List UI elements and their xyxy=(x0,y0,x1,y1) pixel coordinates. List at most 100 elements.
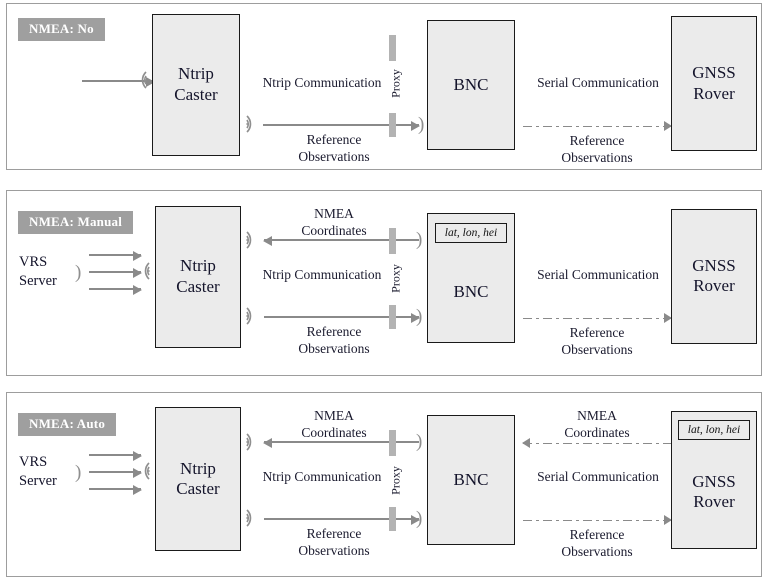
arrow-vrs-stream-2-p3 xyxy=(89,468,142,479)
label-nmea-coordinates-ntrip-p3: NMEA Coordinates xyxy=(269,408,399,442)
node-label-line1: Ntrip xyxy=(178,64,214,84)
proxy-bar-upper-p3 xyxy=(389,430,396,457)
label-serial-communication-p2: Serial Communication xyxy=(537,266,659,282)
antenna-transmit-icon-caster-p1 xyxy=(243,112,261,136)
node-label-line1: Ntrip xyxy=(180,256,216,276)
label-line2: Observations xyxy=(298,543,370,559)
label-line2: Coordinates xyxy=(301,222,367,238)
antenna-receive-paren-bnc-obs-p2: ) xyxy=(416,305,423,327)
status-badge-nmea-auto: NMEA: Auto xyxy=(18,413,117,437)
label-line2: Observations xyxy=(298,148,370,164)
proxy-bar-lower-p1 xyxy=(389,113,396,137)
node-bnc-p1: BNC xyxy=(427,20,515,150)
antenna-receive-icon-nmea-caster-p3 xyxy=(243,430,261,454)
arrow-nmea-coordinates-ntrip-p3 xyxy=(263,438,419,449)
antenna-receive-icon-caster-p2 xyxy=(135,259,153,283)
label-serial-communication-p3: Serial Communication xyxy=(537,469,659,485)
label-ntrip-communication-p3: Ntrip Communication xyxy=(262,469,382,485)
arrow-reference-observations-ntrip-p2 xyxy=(264,312,420,323)
antenna-receive-icon-nmea-caster-p2 xyxy=(243,228,261,252)
antenna-receive-icon-caster-p1 xyxy=(132,68,150,92)
arrow-nmea-coordinates-ntrip-p2 xyxy=(263,235,419,246)
node-label-line1: Ntrip xyxy=(180,458,216,478)
label-serial-communication-p1: Serial Communication xyxy=(537,75,659,90)
antenna-receive-paren-bnc-obs-p1: ) xyxy=(418,114,425,135)
label-line1: Reference xyxy=(306,132,362,147)
proxy-bar-upper-p1 xyxy=(389,35,396,61)
node-vrs-server-p2: VRS Server xyxy=(19,253,57,291)
label-nmea-coordinates-serial-p3: NMEA Coordinates xyxy=(531,408,663,442)
panel-nmea-manual: NMEA: Manual VRS Server ) Ntrip Caster xyxy=(6,189,762,377)
node-gnss-rover-p1: GNSS Rover xyxy=(671,16,757,151)
node-label-line2: Server xyxy=(19,272,57,289)
node-label-bnc: BNC xyxy=(453,470,489,490)
arrow-vrs-stream-3-p2 xyxy=(89,284,142,295)
node-label-line2: Caster xyxy=(174,85,218,104)
coords-chip-rover-p3: lat, lon, hei xyxy=(678,420,750,441)
label-reference-observations-ntrip-p3: Reference Observations xyxy=(269,526,399,560)
antenna-transmit-paren-bnc-nmea-p2: ) xyxy=(416,228,423,250)
proxy-label-p3: Proxy xyxy=(388,466,403,496)
status-badge-nmea-no: NMEA: No xyxy=(18,18,105,41)
node-label-bnc: BNC xyxy=(453,74,489,94)
antenna-transmit-paren-vrs-p3: ) xyxy=(75,462,82,484)
proxy-bar-lower-p2 xyxy=(389,304,396,329)
label-line1: NMEA xyxy=(314,205,354,221)
node-bnc-p3: BNC xyxy=(427,415,515,546)
label-line2: Coordinates xyxy=(564,425,630,441)
antenna-transmit-paren-bnc-nmea-p3: ) xyxy=(416,431,423,453)
panel-nmea-auto: NMEA: Auto VRS Server ) Ntrip Caster xyxy=(6,392,762,577)
panel-nmea-no: NMEA: No Ntrip Caster Ntrip Communicatio… xyxy=(6,3,762,170)
node-label-line1: GNSS xyxy=(692,62,736,82)
node-label-bnc: BNC xyxy=(453,281,489,301)
node-label-line1: VRS xyxy=(19,253,48,270)
label-reference-observations-serial-p2: Reference Observations xyxy=(531,325,663,359)
arrow-reference-observations-serial-p2 xyxy=(523,312,672,323)
node-label-line1: GNSS xyxy=(692,471,736,491)
node-label-line2: Rover xyxy=(693,276,735,296)
arrow-vrs-stream-2-p2 xyxy=(89,267,142,278)
node-gnss-rover-p2: GNSS Rover xyxy=(671,208,757,344)
arrow-nmea-coordinates-serial-p3 xyxy=(522,438,671,449)
node-label-line2: Server xyxy=(19,473,57,490)
node-ntrip-caster-p3: Ntrip Caster xyxy=(155,407,241,552)
arrow-reference-observations-ntrip-p1 xyxy=(263,121,420,131)
label-line1: Reference xyxy=(306,323,362,339)
label-line1: Reference xyxy=(569,527,625,543)
antenna-receive-icon-caster-p3 xyxy=(135,459,153,483)
coords-chip-bnc-p2: lat, lon, hei xyxy=(435,222,507,243)
node-label-line1: VRS xyxy=(19,454,48,471)
label-ntrip-communication-p2: Ntrip Communication xyxy=(262,266,382,282)
node-ntrip-caster-p1: Ntrip Caster xyxy=(152,14,240,156)
label-ntrip-communication-p1: Ntrip Communication xyxy=(262,75,382,90)
arrow-incoming-stream-p1 xyxy=(82,77,155,87)
label-line1: Reference xyxy=(569,324,625,340)
label-reference-observations-serial-p3: Reference Observations xyxy=(531,527,663,561)
arrow-vrs-stream-3-p3 xyxy=(89,485,142,496)
node-vrs-server-p3: VRS Server xyxy=(19,453,57,491)
antenna-transmit-paren-vrs-p2: ) xyxy=(75,261,82,283)
node-label-line2: Rover xyxy=(693,83,735,103)
node-ntrip-caster-p2: Ntrip Caster xyxy=(155,205,241,348)
proxy-bar-upper-p2 xyxy=(389,227,396,254)
arrow-vrs-stream-1-p3 xyxy=(89,451,142,462)
antenna-receive-paren-bnc-obs-p3: ) xyxy=(416,508,423,530)
label-line2: Observations xyxy=(561,544,633,560)
label-line2: Coordinates xyxy=(301,425,367,441)
arrow-reference-observations-ntrip-p3 xyxy=(264,515,420,526)
proxy-label-p2: Proxy xyxy=(388,264,403,293)
antenna-transmit-icon-caster-obs-p3 xyxy=(243,506,261,530)
label-reference-observations-ntrip-p2: Reference Observations xyxy=(269,324,399,358)
label-line1: NMEA xyxy=(314,408,354,424)
arrow-vrs-stream-1-p2 xyxy=(89,250,142,261)
node-label-line1: GNSS xyxy=(692,255,736,275)
arrow-reference-observations-serial-p3 xyxy=(523,515,672,526)
label-line1: NMEA xyxy=(577,408,617,424)
label-line2: Observations xyxy=(298,340,370,356)
arrow-reference-observations-serial-p1 xyxy=(523,121,672,131)
label-nmea-coordinates-ntrip-p2: NMEA Coordinates xyxy=(269,206,399,240)
node-label-line2: Caster xyxy=(176,479,220,499)
proxy-label-p1: Proxy xyxy=(388,69,403,98)
label-line1: Reference xyxy=(306,526,362,542)
